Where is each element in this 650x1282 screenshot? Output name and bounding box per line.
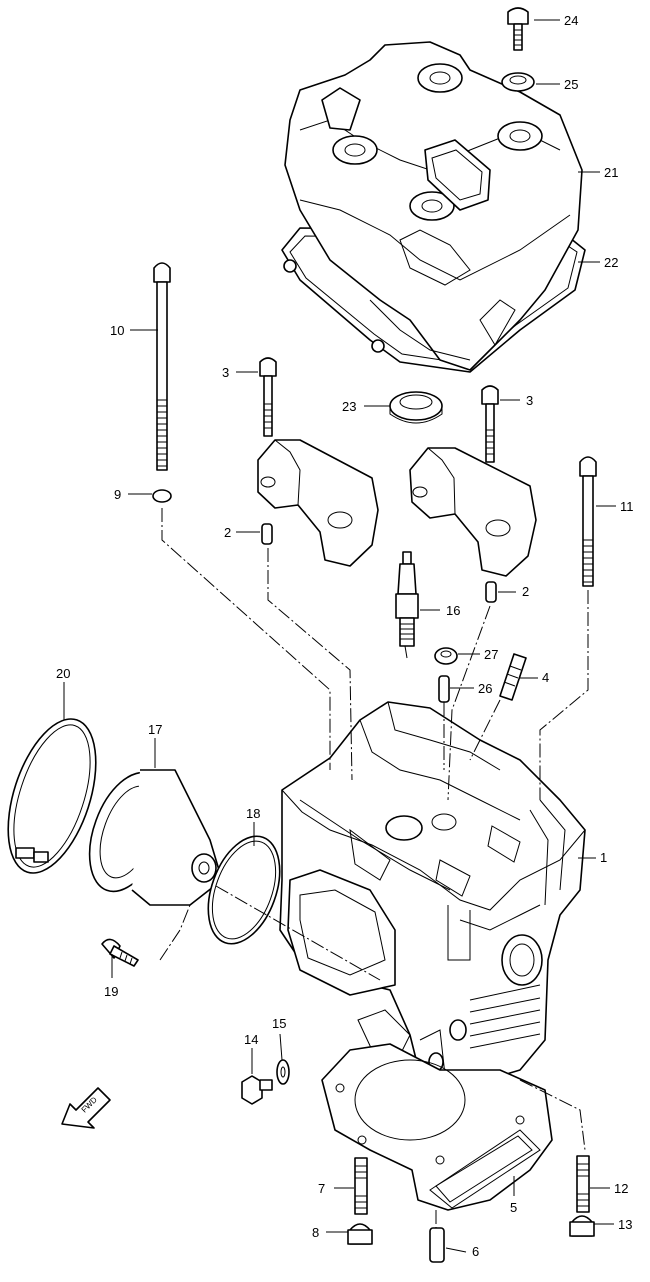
cylinder-head-cover [281, 41, 586, 373]
cap-nut-13 [569, 1215, 595, 1237]
leader-lines [63, 19, 616, 1253]
callout-11: 11 [620, 499, 634, 514]
callout-25: 25 [564, 77, 578, 92]
long-stud-bolt-left [153, 262, 171, 471]
callout-23: 23 [342, 399, 356, 414]
callout-7: 7 [318, 1181, 325, 1196]
callout-15: 15 [272, 1016, 286, 1031]
callout-24: 24 [564, 13, 578, 28]
callout-17: 17 [148, 722, 162, 737]
callout-27: 27 [484, 647, 498, 662]
callout-9: 9 [114, 487, 121, 502]
callout-6: 6 [472, 1244, 479, 1259]
holder-bolt-right [481, 385, 499, 463]
intake-pipe [88, 769, 223, 906]
locating-pin [438, 675, 450, 703]
callout-5: 5 [510, 1200, 517, 1215]
callout-8: 8 [312, 1225, 319, 1240]
callout-3-left: 3 [222, 365, 229, 380]
intake-screw [101, 938, 139, 967]
callout-12: 12 [614, 1181, 628, 1196]
callout-14: 14 [244, 1032, 258, 1047]
cylinder-head [279, 701, 586, 1091]
bolt-washer [276, 1059, 290, 1085]
callout-13: 13 [618, 1217, 632, 1232]
cover-bolt [507, 7, 529, 51]
stud-bolt-7 [354, 1157, 368, 1215]
flange-bolt [241, 1075, 273, 1105]
dowel-pin-left [261, 523, 273, 545]
plug-washer [434, 647, 458, 665]
stud-bolt-12 [576, 1155, 590, 1213]
cylinder-head-gasket [321, 1043, 553, 1211]
hose-clamp [7, 718, 97, 874]
callout-2-left: 2 [224, 525, 231, 540]
long-stud-bolt-right [579, 456, 597, 587]
seal-washer [501, 72, 535, 92]
callout-2-right: 2 [522, 584, 529, 599]
callout-18: 18 [246, 806, 260, 821]
o-ring [207, 835, 281, 945]
callout-16: 16 [446, 603, 460, 618]
alignment-lines [159, 508, 589, 1228]
callout-22: 22 [604, 255, 618, 270]
holder-bolt-left [259, 357, 277, 437]
washer [152, 489, 172, 503]
callout-20: 20 [56, 666, 70, 681]
short-stud [499, 653, 527, 701]
dowel-pin-right [485, 581, 497, 603]
callout-labels: 1 2 2 3 3 4 5 6 7 8 9 10 11 12 13 14 15 … [56, 13, 634, 1259]
callout-26: 26 [478, 681, 492, 696]
oil-seal [389, 391, 443, 424]
callout-3-right: 3 [526, 393, 533, 408]
spark-plug [395, 551, 419, 659]
camshaft-holder-left [257, 439, 379, 567]
dowel-pin-6 [429, 1227, 445, 1263]
callout-4: 4 [542, 670, 549, 685]
callout-1: 1 [600, 850, 607, 865]
callout-19: 19 [104, 984, 118, 999]
callout-10: 10 [110, 323, 124, 338]
camshaft-holder-right [409, 447, 537, 577]
callout-21: 21 [604, 165, 618, 180]
cap-nut [347, 1223, 373, 1245]
forward-direction-arrow: FWD [61, 1087, 111, 1129]
